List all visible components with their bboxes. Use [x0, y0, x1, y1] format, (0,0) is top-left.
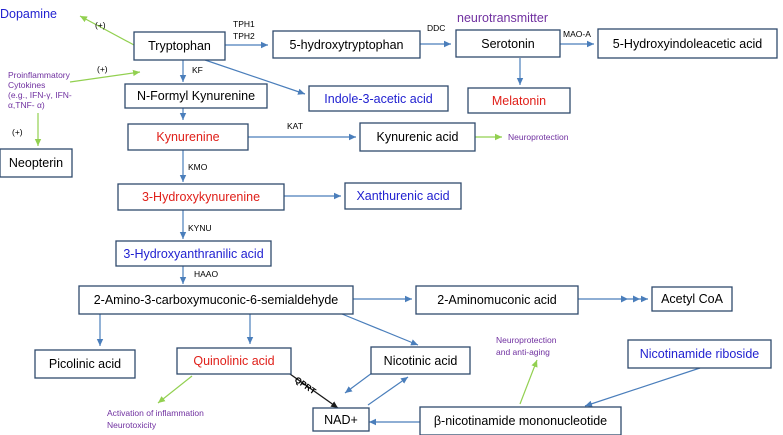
cytokines-note-line-4: α,TNF- α) [8, 100, 45, 110]
nfk-label: N-Formyl Kynurenine [137, 89, 255, 103]
acetylcoa-label: Acetyl CoA [661, 292, 723, 306]
nicotinamide-riboside-label: Nicotinamide riboside [640, 347, 760, 361]
neuroprotection-note: Neuroprotection [508, 132, 569, 142]
arrowhead-acetylcoa-extra-2 [633, 295, 640, 303]
acms-label: 2-Amino-3-carboxymuconic-6-semialdehyde [94, 293, 339, 307]
plus-sign-neopterin: (+) [12, 127, 23, 137]
enzyme-tph1: TPH1 [233, 19, 255, 29]
xanthurenic-label: Xanthurenic acid [356, 189, 449, 203]
arrow-nmn-to-neuroprotection [519, 359, 538, 405]
plus-sign-cytokines: (+) [97, 64, 108, 74]
enzyme-ddc: DDC [427, 23, 445, 33]
enzyme-haao: HAAO [194, 269, 218, 279]
aminomuconic-label: 2-Aminomuconic acid [437, 293, 557, 307]
melatonin-box [467, 87, 571, 114]
enzyme-kat: KAT [287, 121, 303, 131]
arrow-nad-to-nicotinic [367, 376, 409, 406]
arrow-quinolinic-to-inflammation [157, 375, 193, 404]
neuroprotection-antiaging-line-2: and anti-aging [496, 347, 550, 357]
acetylcoa-box [651, 286, 733, 312]
plus-sign-dopamine: (+) [95, 20, 106, 30]
nfk-box [124, 83, 268, 109]
nicotinamide-riboside-box [627, 339, 772, 369]
enzyme-qprt: QPRT [293, 374, 319, 396]
nmn-label: β-nicotinamide mononucleotide [434, 414, 607, 428]
neopterin-box [0, 148, 73, 178]
quinolinic-label: Quinolinic acid [193, 354, 274, 368]
kynurenic-label: Kynurenic acid [377, 130, 459, 144]
5-hydroxytryptophan-label: 5-hydroxytryptophan [290, 38, 404, 52]
aminomuconic-box [415, 285, 579, 315]
enzyme-mao-a: MAO-A [563, 29, 591, 39]
inflammation-note-line-2: Neurotoxicity [107, 420, 157, 430]
nad-label: NAD+ [324, 413, 358, 427]
xanthurenic-box [344, 182, 462, 210]
neurotransmitter-label: neurotransmitter [457, 11, 548, 25]
enzyme-tph2: TPH2 [233, 31, 255, 41]
neopterin-label: Neopterin [9, 156, 63, 170]
notes: (+) (+) (+) Proinflammatory Cytokines (e… [8, 20, 569, 430]
serotonin-label: Serotonin [481, 37, 535, 51]
cytokines-note-line-3: (e.g., IFN-γ, IFN- [8, 90, 72, 100]
hiaa-label: 5-Hydroxyindoleacetic acid [613, 37, 762, 51]
arrow-nr-to-nmn [584, 367, 701, 407]
arrow-quinolinic-to-nad [289, 373, 339, 409]
cytokines-note-line-2: Cytokines [8, 80, 45, 90]
tryptophan-box [133, 31, 226, 61]
quinolinic-box [176, 347, 292, 375]
serotonin-box [455, 29, 561, 58]
3-hydroxykynurenine-box [117, 183, 285, 211]
nicotinic-box [370, 346, 471, 375]
tryptophan-label: Tryptophan [148, 39, 211, 53]
kynurenine-box [127, 123, 249, 151]
arrow-cytokines-to-tryptophan [69, 69, 141, 83]
nicotinic-label: Nicotinic acid [384, 354, 458, 368]
3-hydroxykynurenine-label: 3-Hydroxykynurenine [142, 190, 260, 204]
indole-box [308, 85, 449, 112]
dopamine-label: Dopamine [0, 7, 57, 21]
hiaa-box [597, 28, 778, 59]
arrowhead-acetylcoa-extra-1 [621, 295, 628, 303]
acms-box [78, 285, 354, 315]
3-hydroxyanthranilic-label: 3-Hydroxyanthranilic acid [123, 247, 263, 261]
arrows [34, 15, 701, 426]
melatonin-label: Melatonin [492, 94, 546, 108]
enzyme-kynu: KYNU [188, 223, 212, 233]
nad-box [312, 407, 370, 432]
cytokines-note-line-1: Proinflammatory [8, 70, 71, 80]
inflammation-note-line-1: Activation of inflammation [107, 408, 204, 418]
arrow-tryptophan-to-dopamine [79, 15, 135, 46]
enzyme-kf: KF [192, 65, 203, 75]
boxes [0, 28, 778, 435]
5-hydroxytryptophan-box [272, 30, 421, 59]
nmn-box [419, 406, 622, 435]
arrow-acms-to-nicotinic [341, 313, 419, 346]
3-hydroxyanthranilic-box [115, 240, 272, 267]
enzyme-kmo: KMO [188, 162, 208, 172]
picolinic-box [34, 349, 136, 379]
indole-label: Indole-3-acetic acid [324, 92, 432, 106]
neuroprotection-antiaging-line-1: Neuroprotection [496, 335, 557, 345]
node-labels: Dopamine Tryptophan 5-hydroxytryptophan … [0, 7, 762, 428]
picolinic-label: Picolinic acid [49, 357, 121, 371]
kynurenine-label: Kynurenine [156, 130, 219, 144]
kynurenic-box [359, 122, 476, 152]
arrow-tryptophan-to-indole [204, 59, 306, 95]
